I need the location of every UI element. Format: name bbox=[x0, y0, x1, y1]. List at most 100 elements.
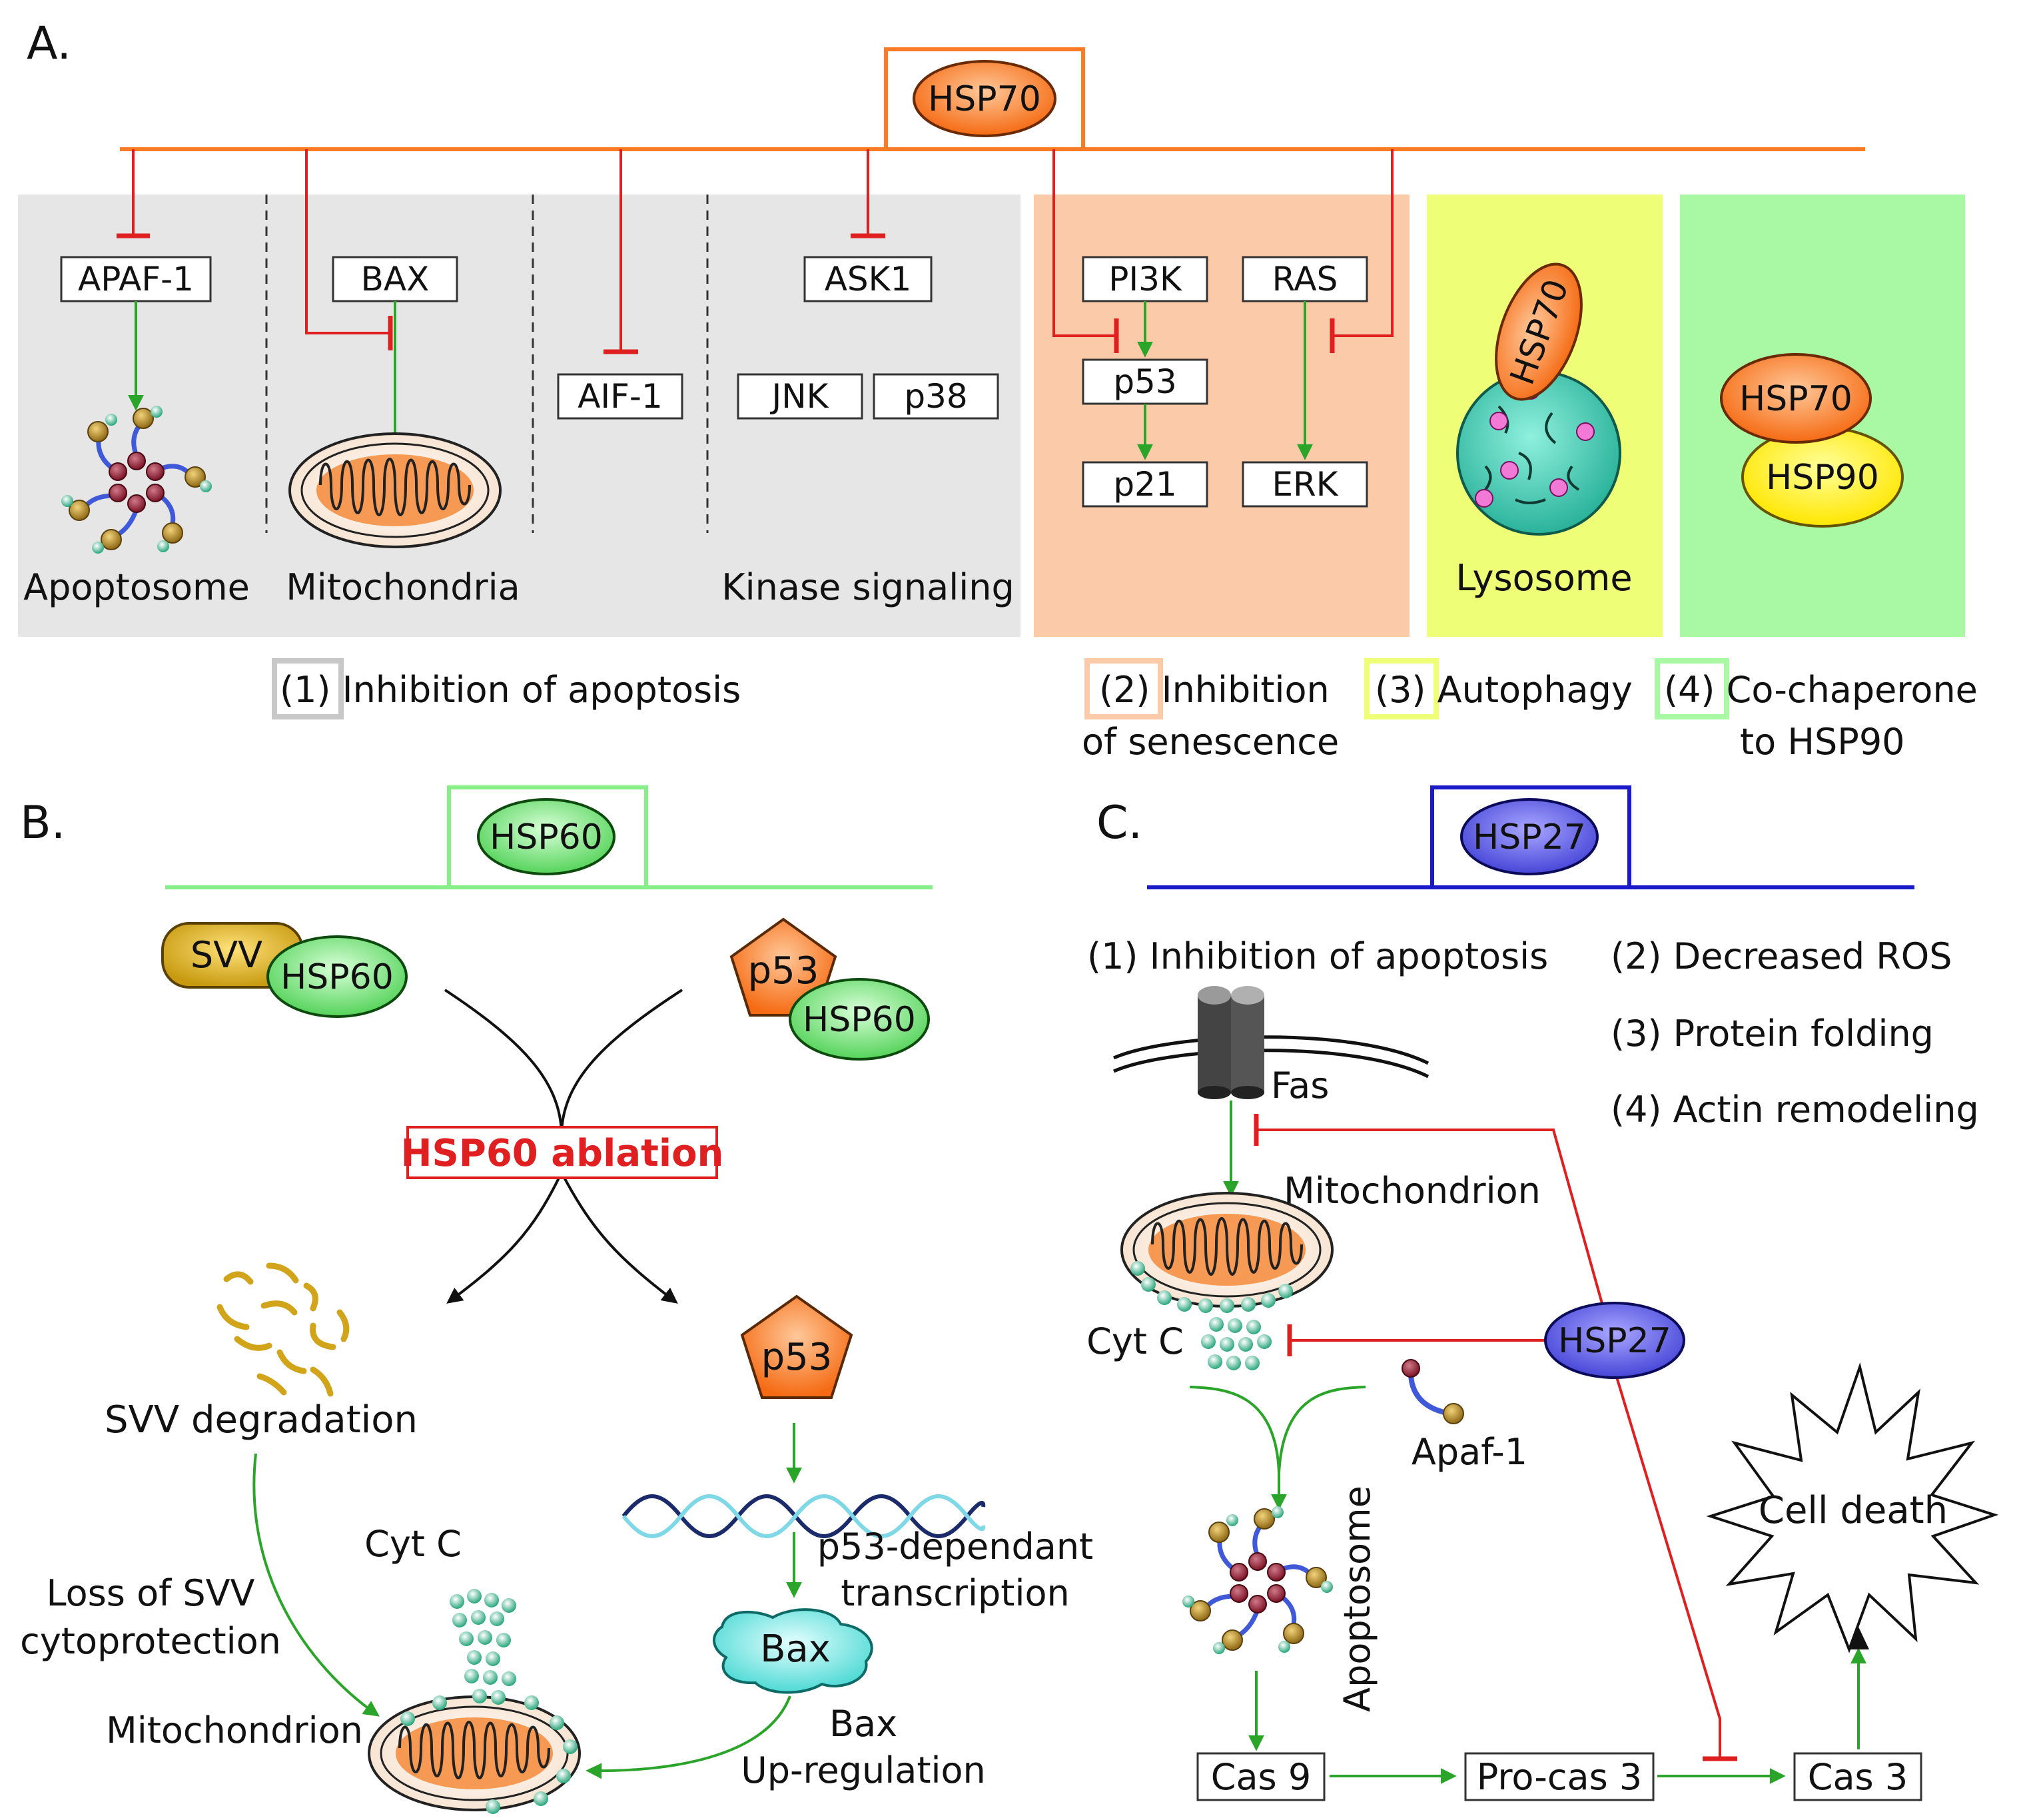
p53-hsp60-label: HSP60 bbox=[803, 1000, 916, 1040]
apoptosome-caption: Apoptosome bbox=[23, 566, 250, 608]
svv-hsp60-complex: SVV HSP60 bbox=[161, 922, 408, 1018]
procas3-label: Pro-cas 3 bbox=[1477, 1756, 1643, 1798]
cell-death-arrowhead bbox=[1848, 1627, 1869, 1649]
bax-box: BAX bbox=[332, 256, 458, 302]
legend-cochaperone-2: to HSP90 bbox=[1740, 721, 1905, 763]
jnk-label: JNK bbox=[770, 377, 829, 416]
apoptosome-merge bbox=[1189, 1386, 1366, 1474]
bax-node: Bax bbox=[713, 1608, 873, 1694]
aif1-box: AIF-1 bbox=[557, 373, 683, 420]
cochaperone-hsp70-label: HSP70 bbox=[1739, 379, 1852, 419]
lysosome-hsp70: HSP70 bbox=[1495, 262, 1583, 401]
membrane bbox=[1113, 1035, 1429, 1079]
legend-apoptosis: (1) Inhibition of apoptosis bbox=[280, 669, 741, 711]
fas-label: Fas bbox=[1271, 1065, 1329, 1107]
p21-box: p21 bbox=[1082, 461, 1208, 508]
lysosome-icon bbox=[1456, 370, 1621, 536]
legend-autophagy: (3) Autophagy bbox=[1375, 669, 1633, 711]
target-boxes: APAF-1 BAX AIF-1 ASK1 JNK p38 bbox=[60, 256, 1368, 508]
apaf1-box: APAF-1 bbox=[60, 256, 212, 302]
ask1-box: ASK1 bbox=[803, 256, 933, 302]
hsp27-node-label: HSP27 bbox=[1558, 1321, 1671, 1361]
aif1-label: AIF-1 bbox=[578, 377, 663, 416]
bax-upregulation-1: Bax bbox=[829, 1703, 897, 1745]
legend-cochaperone-1: (4) Co-chaperone bbox=[1664, 669, 1978, 711]
function-3: (3) Protein folding bbox=[1611, 1013, 1934, 1055]
panel-c-label: C. bbox=[1096, 797, 1142, 849]
cas9-label: Cas 9 bbox=[1211, 1756, 1311, 1798]
mitochondrion-label-c: Mitochondrion bbox=[1284, 1170, 1541, 1212]
hsp27-node: HSP27 bbox=[1544, 1302, 1685, 1379]
hsp27-inhibitor bbox=[1254, 1114, 1737, 1761]
p21-label: p21 bbox=[1113, 465, 1176, 504]
pi3k-label: PI3K bbox=[1108, 260, 1182, 298]
p53-hsp60-complex: p53 HSP60 bbox=[729, 917, 930, 1061]
mitochondria-caption: Mitochondria bbox=[286, 566, 520, 608]
function-2: (2) Decreased ROS bbox=[1611, 935, 1952, 977]
activation-arrows-a bbox=[128, 301, 1313, 462]
pi3k-box: PI3K bbox=[1082, 256, 1208, 302]
hsp60-hub-label: HSP60 bbox=[490, 817, 603, 857]
p38-label: p38 bbox=[904, 377, 967, 416]
legend-a: (1) Inhibition of apoptosis (2) Inhibiti… bbox=[272, 658, 1978, 763]
svv-label: SVV bbox=[191, 934, 262, 976]
panel-a: A. HSP70 bbox=[18, 17, 1978, 763]
panel-b-label: B. bbox=[20, 797, 65, 849]
ablation-box: HSP60 ablation bbox=[401, 1126, 724, 1179]
loss-svv-label-2: cytoprotection bbox=[20, 1620, 281, 1662]
p53-label: p53 bbox=[1113, 362, 1176, 401]
cytc-label-b: Cyt C bbox=[364, 1523, 462, 1565]
hsp90-label: HSP90 bbox=[1766, 458, 1879, 498]
p53-node: p53 bbox=[740, 1294, 853, 1399]
mitochondrion-label-b: Mitochondrion bbox=[106, 1709, 363, 1751]
p53-complex-label: p53 bbox=[748, 949, 819, 993]
function-4: (4) Actin remodeling bbox=[1611, 1089, 1979, 1131]
svv-degradation-label: SVV degradation bbox=[105, 1398, 418, 1442]
p53-node-label: p53 bbox=[761, 1336, 833, 1379]
cell-death-label: Cell death bbox=[1759, 1489, 1948, 1532]
hsp27-functions: (1) Inhibition of apoptosis (2) Decrease… bbox=[1087, 935, 1979, 1131]
transcription-label-1: p53-dependant bbox=[817, 1526, 1093, 1568]
function-1: (1) Inhibition of apoptosis bbox=[1087, 935, 1548, 977]
cytc-label-c: Cyt C bbox=[1086, 1320, 1184, 1362]
apaf1-label-c: Apaf-1 bbox=[1412, 1431, 1527, 1473]
apaf1-icon bbox=[1402, 1359, 1464, 1424]
hsp70-hub: HSP70 bbox=[884, 47, 1085, 151]
fas-receptor bbox=[1198, 986, 1264, 1099]
ras-box: RAS bbox=[1242, 256, 1368, 302]
ras-label: RAS bbox=[1272, 260, 1338, 298]
hsp90-complex: HSP90 HSP70 bbox=[1720, 353, 1904, 528]
inhibition-lines bbox=[117, 149, 1394, 354]
activation-arrows-b bbox=[252, 1423, 802, 1779]
lysosome-caption: Lysosome bbox=[1455, 557, 1632, 599]
cas3-label: Cas 3 bbox=[1808, 1756, 1908, 1798]
hsp27-hub: HSP27 bbox=[1147, 785, 1914, 889]
hsp70-hub-label: HSP70 bbox=[928, 79, 1041, 119]
mitochondria-icon bbox=[288, 432, 502, 548]
ask1-label: ASK1 bbox=[825, 260, 912, 298]
activation-arrows-c bbox=[1223, 1101, 1866, 1784]
hsp27-hub-label: HSP27 bbox=[1473, 817, 1586, 857]
cytc-beads-c bbox=[1130, 1261, 1293, 1370]
kinase-caption: Kinase signaling bbox=[721, 566, 1015, 608]
bax-upregulation-2: Up-regulation bbox=[741, 1749, 986, 1791]
erk-label: ERK bbox=[1272, 465, 1338, 504]
cell-death-star: Cell death bbox=[1706, 1362, 1999, 1653]
cas9-box: Cas 9 bbox=[1196, 1752, 1326, 1801]
p53-box: p53 bbox=[1082, 358, 1208, 405]
p38-box: p38 bbox=[873, 373, 999, 420]
apoptosome-icon-c bbox=[1182, 1506, 1333, 1654]
legend-senescence-1: (2) Inhibition bbox=[1099, 669, 1330, 711]
ablation-label: HSP60 ablation bbox=[401, 1132, 724, 1175]
svv-hsp60-label: HSP60 bbox=[280, 957, 394, 997]
cas3-box: Cas 3 bbox=[1793, 1752, 1922, 1801]
caspase-boxes: Cas 9 Pro-cas 3 Cas 3 bbox=[1196, 1752, 1922, 1801]
converging-lines bbox=[444, 989, 683, 1304]
svv-degradation-icon bbox=[216, 1262, 350, 1397]
procas3-box: Pro-cas 3 bbox=[1464, 1752, 1655, 1801]
transcription-label-2: transcription bbox=[841, 1572, 1069, 1614]
loss-svv-label-1: Loss of SVV bbox=[47, 1572, 255, 1614]
apoptosome-label-c: Apoptosome bbox=[1336, 1486, 1378, 1712]
apaf1-label: APAF-1 bbox=[78, 260, 194, 298]
